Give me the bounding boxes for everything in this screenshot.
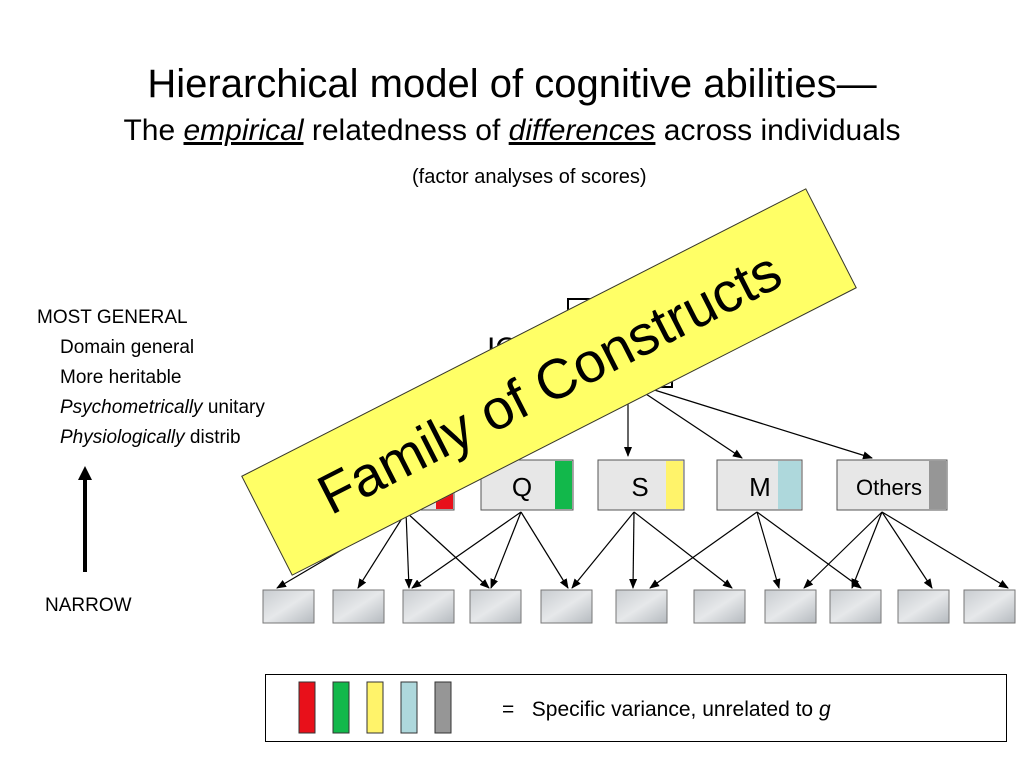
test-box (963, 589, 1016, 624)
test-box (897, 589, 950, 624)
legend-box (265, 674, 1007, 742)
physiological-em: Physiologically (60, 427, 185, 448)
factor-m-label: M (749, 472, 771, 502)
legend-description: Specific variance, unrelated to (531, 698, 814, 721)
test-box (829, 589, 882, 624)
test-box (764, 589, 817, 624)
psychometric-item: Psychometrically unitary (37, 393, 265, 423)
test-boxes (262, 589, 1016, 624)
factor-m: M (716, 459, 803, 511)
slide-title: Hierarchical model of cognitive abilitie… (147, 62, 877, 106)
legend-equals: = (502, 698, 515, 721)
legend-swatch-blue (400, 681, 418, 734)
g-to-m-arrow (639, 389, 743, 459)
physiological-rest: distrib (189, 427, 241, 448)
slide-note: (factor analyses of scores) (412, 166, 647, 188)
factor-q: Q (480, 459, 574, 511)
test-box (402, 589, 455, 624)
factor-others-label: Others (856, 475, 922, 500)
test-box (693, 589, 746, 624)
test-box (469, 589, 522, 624)
legend-swatch-red (298, 681, 316, 734)
factor-test-arrows (276, 511, 1009, 589)
subtitle-mid: relatedness of (311, 114, 501, 147)
legend-swatches (298, 681, 452, 734)
factor-s: S (597, 459, 685, 511)
slide-subtitle: The empirical relatedness of differences… (0, 113, 1024, 149)
psychometric-rest: unitary (207, 397, 265, 418)
heritable-item: More heritable (60, 367, 182, 388)
most-general-label: MOST GENERAL (37, 307, 188, 328)
g-to-others-arrow (647, 387, 873, 460)
subtitle-suffix: across individuals (663, 114, 901, 147)
legend-text: = Specific variance, unrelated to g (502, 698, 831, 722)
subtitle-differences: differences (508, 114, 656, 147)
factor-others: Others (836, 459, 948, 511)
legend-g: g (818, 698, 831, 721)
generality-list: MOST GENERAL Domain general More heritab… (37, 303, 265, 453)
psychometric-em: Psychometrically (60, 397, 203, 418)
physiological-item: Physiologically distrib (37, 423, 265, 453)
legend-swatch-green (332, 681, 350, 734)
subtitle-prefix: The (123, 114, 176, 147)
domain-general-item: Domain general (60, 337, 195, 358)
factor-s-label: S (631, 472, 648, 502)
legend-swatch-gray (434, 681, 452, 734)
factor-q-label: Q (512, 472, 532, 502)
test-box (262, 589, 315, 624)
test-box (540, 589, 593, 624)
test-box (332, 589, 385, 624)
narrow-label: NARROW (45, 595, 132, 616)
legend-swatch-yellow (366, 681, 384, 734)
subtitle-empirical: empirical (183, 114, 304, 147)
generality-arrow-icon (78, 466, 92, 572)
test-box (615, 589, 668, 624)
